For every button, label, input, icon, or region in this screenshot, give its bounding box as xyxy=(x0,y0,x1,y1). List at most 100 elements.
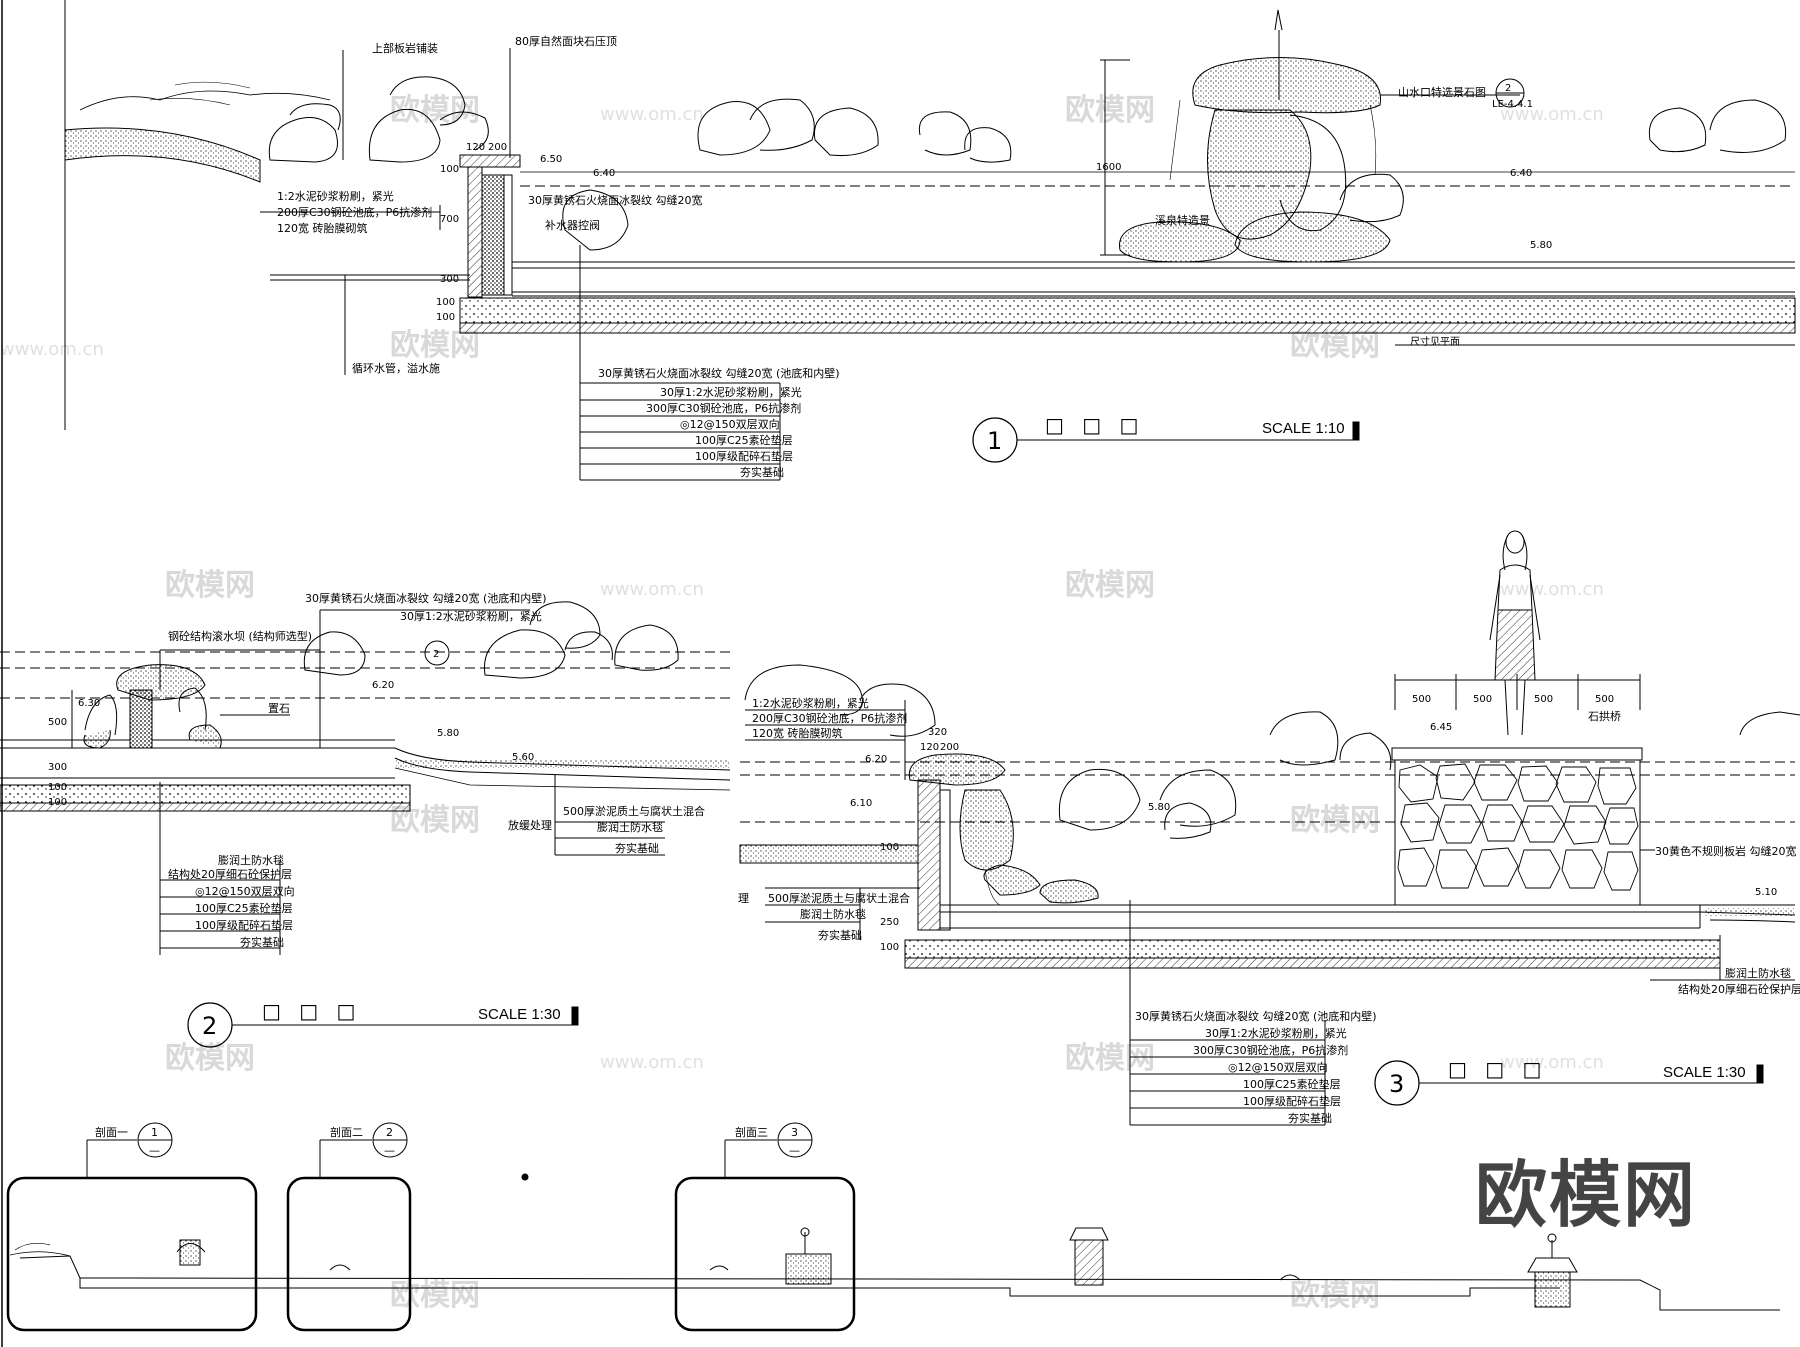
level-mark: 5.60 xyxy=(512,752,534,763)
keyplan-sub: — xyxy=(149,1144,160,1157)
callout: 山水口特选景石图 xyxy=(1398,85,1486,99)
legend-line: 300厚C30钢砼池底，P6抗渗剂 xyxy=(646,401,801,415)
dimension: 100 xyxy=(436,312,455,323)
dimension: 100 xyxy=(436,297,455,308)
dimension: 300 xyxy=(48,762,67,773)
callout: 上部板岩铺装 xyxy=(372,41,438,55)
section-number: 3 xyxy=(1389,1070,1404,1098)
section-2-text: 30厚黄锈石火烧面冰裂纹 勾缝20宽 (池底和内壁) 30厚1:2水泥砂浆粉刷，… xyxy=(48,591,705,1040)
legend-line: 100厚C25素砼垫层 xyxy=(695,433,793,447)
watermark: 欧模网 xyxy=(390,1278,480,1313)
keyplan-label: 剖面三 xyxy=(735,1125,768,1139)
legend-line: 夯实基础 xyxy=(240,935,284,949)
legend-line: 膨润土防水毯 xyxy=(800,907,866,921)
callout: 120宽 砖胎膜砌筑 xyxy=(752,726,843,740)
legend-line: 夯实基础 xyxy=(740,465,784,479)
callout: 循环水管，溢水施 xyxy=(352,361,440,375)
watermark-url: www.om.cn xyxy=(600,104,704,125)
level-mark: 6.40 xyxy=(593,168,615,179)
dimension: 1600 xyxy=(1096,162,1121,173)
legend-line: 夯实基础 xyxy=(818,928,862,942)
watermark: 欧模网 xyxy=(1290,328,1380,363)
dimension: 320 xyxy=(928,727,947,738)
section-3-text: 1:2水泥砂浆粉刷，紧光 200厚C30钢砼池底，P6抗渗剂 120宽 砖胎膜砌… xyxy=(738,694,1800,1125)
keyplan-num: 2 xyxy=(386,1126,393,1139)
watermark: 欧模网 xyxy=(1065,568,1155,603)
callout: 石拱桥 xyxy=(1588,709,1621,723)
callout: 200厚C30钢砼池底，P6抗渗剂 xyxy=(277,205,432,219)
keyplan-frame-2 xyxy=(286,1176,412,1332)
watermark-url: www.om.cn xyxy=(1500,579,1604,600)
watermark-url: www.om.cn xyxy=(600,1052,704,1073)
dimension: 200 xyxy=(488,142,507,153)
watermark: 欧模网 xyxy=(390,93,480,128)
dimension: 500 xyxy=(1473,694,1492,705)
dimension: 100 xyxy=(880,942,899,953)
callout: 30黄色不规则板岩 勾缝20宽 xyxy=(1655,844,1797,858)
level-mark: 6.45 xyxy=(1430,722,1452,733)
legend-line: 结构处20厚细石砼保护层 xyxy=(1678,982,1800,996)
dimension: 500 xyxy=(1534,694,1553,705)
legend-line: 100厚级配碎石垫层 xyxy=(1243,1094,1341,1108)
callout: 溪泉特造景 xyxy=(1155,213,1210,227)
section-number: 1 xyxy=(987,427,1002,455)
callout: 120宽 砖胎膜砌筑 xyxy=(277,221,368,235)
legend-line: ◎12@150双层双向 xyxy=(195,884,295,898)
keyplan-label: 剖面一 xyxy=(95,1125,128,1139)
legend-line: 30厚1:2水泥砂浆粉刷，紧光 xyxy=(660,385,802,399)
dimension: 500 xyxy=(48,717,67,728)
watermark-url: www.om.cn xyxy=(1500,104,1604,125)
feature-stone xyxy=(1119,9,1404,263)
scale-label: SCALE 1:30 xyxy=(478,1006,561,1023)
section-title: □ □ □ xyxy=(262,999,361,1023)
legend-line: 500厚淤泥质土与腐状土混合 xyxy=(768,891,910,905)
level-mark: 6.40 xyxy=(1510,168,1532,179)
level-mark: 6.20 xyxy=(372,680,394,691)
ref-tag-number: 2 xyxy=(1505,83,1511,94)
legend-line: 500厚淤泥质土与腐状土混合 xyxy=(563,804,705,818)
callout: 30厚黄锈石火烧面冰裂纹 勾缝20宽 xyxy=(528,193,703,207)
callout: 30厚黄锈石火烧面冰裂纹 勾缝20宽 (池底和内壁) xyxy=(305,591,547,605)
callout: 放缓处理 xyxy=(508,818,552,832)
watermark-url: www.om.cn xyxy=(0,339,104,360)
stone-bridge-pattern xyxy=(1397,763,1639,891)
legend-line: 夯实基础 xyxy=(615,841,659,855)
legend-line: 膨润土防水毯 xyxy=(1725,966,1791,980)
callout: 尺寸见平面 xyxy=(1410,335,1460,348)
watermark: 欧模网 xyxy=(165,568,255,603)
watermarks: 欧模网 www.om.cn 欧模网 www.om.cn 欧模网 欧模网 www.… xyxy=(0,93,1604,1313)
keyplan-sub: — xyxy=(384,1144,395,1157)
watermark: 欧模网 xyxy=(1290,803,1380,838)
legend-line: 100厚级配碎石垫层 xyxy=(695,449,793,463)
level-mark: 6.10 xyxy=(850,798,872,809)
dimension: 100 xyxy=(880,842,899,853)
scale-label: SCALE 1:10 xyxy=(1262,420,1345,437)
watermark-url: www.om.cn xyxy=(1500,1052,1604,1073)
section-title: □ □ □ xyxy=(1448,1057,1547,1081)
dimension: 250 xyxy=(880,917,899,928)
dimension: 100 xyxy=(440,164,459,175)
level-mark: 5.80 xyxy=(1530,240,1552,251)
person-figure xyxy=(1489,530,1541,736)
section-2 xyxy=(0,601,731,1048)
legend-line: ◎12@150双层双向 xyxy=(680,417,780,431)
dimension: 300 xyxy=(440,274,459,285)
level-mark: 5.10 xyxy=(1755,887,1777,898)
callout: 1:2水泥砂浆粉刷，紧光 xyxy=(752,696,869,710)
level-mark: 6.30 xyxy=(78,698,100,709)
section-number: 2 xyxy=(202,1012,217,1040)
level-mark: 6.20 xyxy=(865,754,887,765)
legend-line: 膨润土防水毯 xyxy=(218,853,284,867)
legend-line: 30厚黄锈石火烧面冰裂纹 勾缝20宽 (池底和内壁) xyxy=(1135,1009,1377,1023)
section-1-text: 上部板岩铺装 80厚自然面块石压顶 1:2水泥砂浆粉刷，紧光 200厚C30钢砼… xyxy=(277,34,1552,479)
keyplan-num: 1 xyxy=(151,1126,158,1139)
section-3 xyxy=(739,530,1800,1126)
watermark: 欧模网 xyxy=(390,328,480,363)
keyplan-frame-3 xyxy=(674,1176,856,1332)
legend-line: 30厚1:2水泥砂浆粉刷，紧光 xyxy=(1205,1026,1347,1040)
callout: 钢砼结构滚水坝 (结构师选型) xyxy=(168,629,312,643)
level-mark: 6.50 xyxy=(540,154,562,165)
key-plan-text: 剖面一 1 — 剖面二 2 — 剖面三 3 — xyxy=(95,1125,800,1157)
